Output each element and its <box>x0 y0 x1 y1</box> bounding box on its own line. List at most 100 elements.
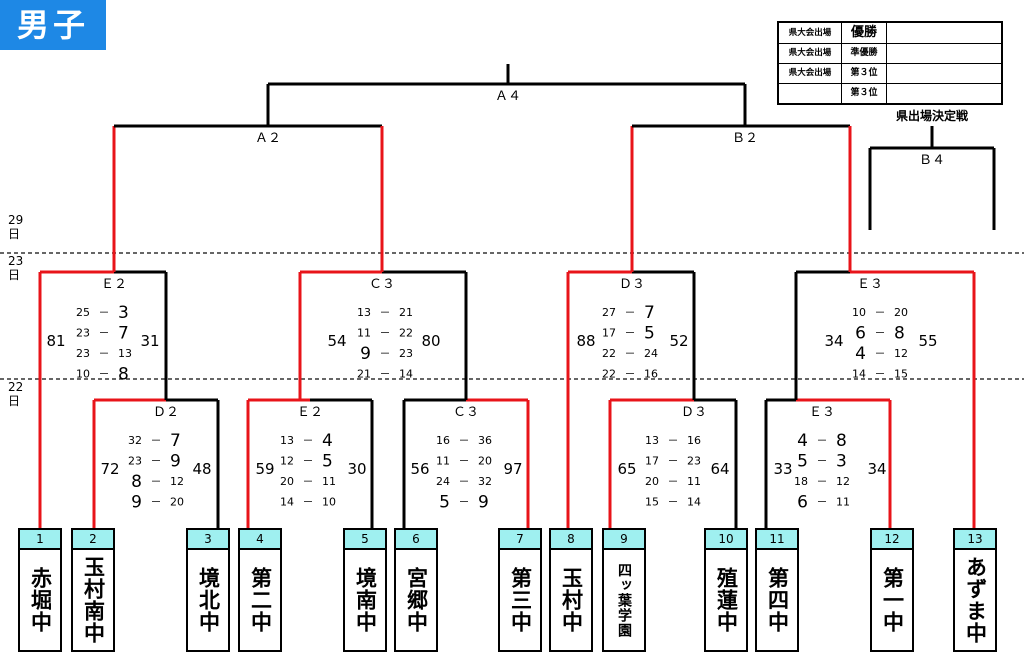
period-score-right: 16 <box>687 434 701 447</box>
period-score-left: 10 <box>76 368 90 381</box>
period-score-right: 11 <box>687 475 701 488</box>
period-score-right: 10 <box>322 496 336 509</box>
category-badge: 男子 <box>0 0 106 50</box>
period-score-left: 13 <box>645 434 659 447</box>
team-name: 玉村南中 <box>81 556 106 644</box>
team-number: 8 <box>551 530 591 550</box>
score-dash: － <box>380 368 391 381</box>
score-dash: － <box>380 347 391 360</box>
period-score-left: 24 <box>436 475 450 488</box>
score-dash: － <box>625 327 636 340</box>
team-name: 玉村中 <box>559 567 584 633</box>
legend-rank-label: 第３位 <box>842 83 887 103</box>
team-number: 4 <box>240 530 280 550</box>
score-dash: － <box>459 455 470 468</box>
period-score-right: 7 <box>644 303 655 323</box>
score-dash: － <box>875 347 886 360</box>
score-dash: － <box>668 496 679 509</box>
period-score-left: 10 <box>852 306 866 319</box>
third-place-playoff-label: 県出場決定戦 <box>896 108 969 123</box>
period-score-left: 23 <box>128 455 142 468</box>
score-dash: － <box>817 455 828 468</box>
team-number: 10 <box>706 530 746 550</box>
score-dash: － <box>380 327 391 340</box>
period-score-left: 32 <box>128 434 142 447</box>
team-number: 3 <box>188 530 228 550</box>
court-label-e2: Ｅ２ <box>297 405 323 420</box>
period-score-right: 3 <box>118 303 129 323</box>
score-dash: － <box>151 455 162 468</box>
period-score-right: 3 <box>836 452 847 472</box>
score-dash: － <box>668 434 679 447</box>
period-score-right: 36 <box>478 434 492 447</box>
score-dash: － <box>459 496 470 509</box>
team-name: 第三中 <box>508 567 533 633</box>
total-score-right: 97 <box>503 460 522 478</box>
total-score-right: 31 <box>140 332 159 350</box>
period-score-right: 7 <box>118 324 129 344</box>
team-name: 四ッ葉学園 <box>616 562 632 638</box>
total-score-left: 65 <box>617 460 636 478</box>
period-score-left: 22 <box>602 368 616 381</box>
score-dash: － <box>875 368 886 381</box>
score-dash: － <box>817 434 828 447</box>
team-number: 1 <box>20 530 60 550</box>
court-label-d2: Ｄ２ <box>153 405 179 420</box>
team-name: 境南中 <box>353 567 378 633</box>
period-score-right: 20 <box>170 496 184 509</box>
period-score-right: 24 <box>644 347 658 360</box>
results-legend-table: 県大会出場 優勝 県大会出場 準優勝 県大会出場 第３位 第３位 <box>777 21 1003 105</box>
period-score-right: 13 <box>118 347 132 360</box>
team-name: 第二中 <box>248 567 273 633</box>
legend-row-third-2: 第３位 <box>779 83 1001 103</box>
period-score-right: 9 <box>170 452 181 472</box>
score-dash: － <box>151 496 162 509</box>
period-score-left: 12 <box>280 455 294 468</box>
team-box: 5 境南中 <box>343 528 387 652</box>
team-box: 1 赤堀中 <box>18 528 62 652</box>
total-score-right: 64 <box>710 460 729 478</box>
court-label-b2: Ｂ２ <box>732 131 758 146</box>
total-score-right: 55 <box>918 332 937 350</box>
team-number: 5 <box>345 530 385 550</box>
period-score-right: 7 <box>170 431 181 451</box>
period-score-right: 8 <box>836 431 847 451</box>
period-score-left: 23 <box>76 327 90 340</box>
team-box: 4 第二中 <box>238 528 282 652</box>
period-score-left: 8 <box>131 472 142 492</box>
total-score-right: 48 <box>192 460 211 478</box>
team-number: 2 <box>73 530 113 550</box>
score-dash: － <box>151 475 162 488</box>
team-number: 9 <box>604 530 644 550</box>
team-name: 赤堀中 <box>28 567 53 633</box>
period-score-right: 12 <box>170 475 184 488</box>
period-score-right: 21 <box>399 306 413 319</box>
period-score-right: 8 <box>118 365 129 385</box>
score-dash: － <box>875 327 886 340</box>
legend-row-champion: 県大会出場 優勝 <box>779 23 1001 44</box>
period-score-right: 20 <box>894 306 908 319</box>
legend-rank-label: 第３位 <box>842 63 887 83</box>
total-score-right: 30 <box>347 460 366 478</box>
period-score-left: 11 <box>357 327 371 340</box>
period-score-left: 18 <box>794 475 808 488</box>
period-score-right: 32 <box>478 475 492 488</box>
total-score-left: 59 <box>255 460 274 478</box>
legend-qualify-label: 県大会出場 <box>779 63 842 83</box>
team-box: 9 四ッ葉学園 <box>602 528 646 652</box>
score-dash: － <box>459 434 470 447</box>
team-box: 2 玉村南中 <box>71 528 115 652</box>
court-label-b4: Ｂ４ <box>919 153 945 168</box>
court-label-e3: Ｅ３ <box>857 277 883 292</box>
court-label-e3: Ｅ３ <box>809 405 835 420</box>
period-score-right: 12 <box>836 475 850 488</box>
period-score-left: 17 <box>602 327 616 340</box>
score-dash: － <box>303 496 314 509</box>
period-score-left: 5 <box>439 493 450 513</box>
